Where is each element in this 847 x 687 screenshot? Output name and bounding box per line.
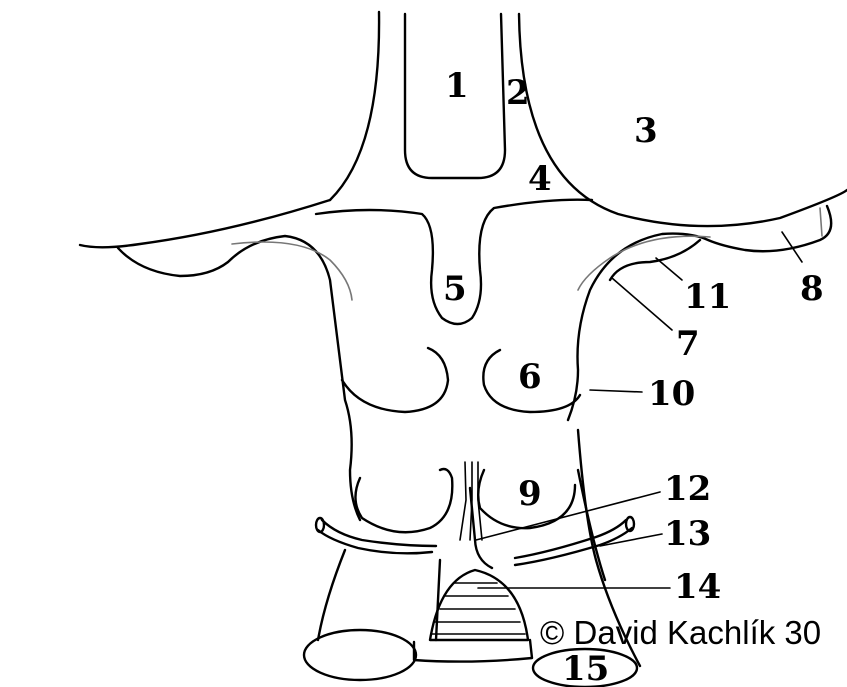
upper-tube: [330, 12, 847, 226]
label-15: 15: [562, 649, 609, 687]
label-3: 3: [634, 111, 658, 151]
striped-cone: [414, 570, 532, 662]
label-12: 12: [664, 469, 711, 509]
label-4: 4: [528, 159, 552, 199]
label-2: 2: [506, 73, 530, 113]
label-8: 8: [800, 269, 824, 309]
label-1: 1: [445, 66, 469, 106]
leader-lines: [476, 232, 802, 588]
copyright-text: © David Kachlík 30: [540, 614, 821, 651]
label-14: 14: [674, 567, 721, 607]
left-faint-line: [232, 242, 352, 300]
label-6: 6: [518, 357, 542, 397]
label-13: 13: [664, 514, 711, 554]
left-wing: [80, 200, 360, 520]
label-11: 11: [684, 277, 731, 317]
label-10: 10: [648, 374, 695, 414]
middle-lobes: [342, 348, 580, 412]
number-labels: 1 2 3 4 5 6 7 8 9 10 11 12 13 14 15: [443, 66, 824, 687]
label-5: 5: [443, 269, 467, 309]
label-7: 7: [676, 324, 700, 364]
label-9: 9: [518, 474, 542, 514]
